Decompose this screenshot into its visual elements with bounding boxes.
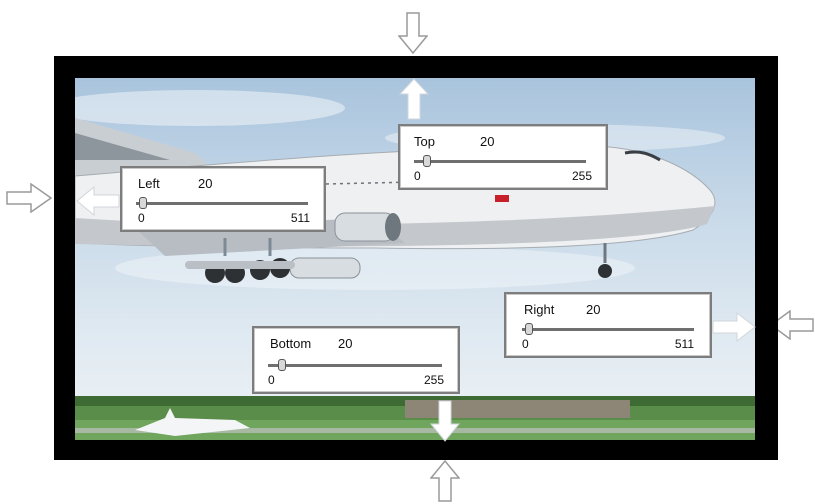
bottom-slider-min: 0 (268, 373, 275, 387)
bottom-slider-thumb[interactable] (278, 359, 286, 371)
bottom-slider-label: Bottom (270, 336, 311, 351)
outer-arrow-right-icon (6, 183, 52, 213)
top-slider-min: 0 (414, 169, 421, 183)
right-slider-track[interactable] (522, 328, 694, 331)
right-slider-min: 0 (522, 337, 529, 351)
outer-arrow-up-icon (430, 460, 460, 502)
bottom-slider-value: 20 (338, 336, 352, 351)
inner-arrow-up-icon (399, 78, 429, 120)
left-slider-value: 20 (198, 176, 212, 191)
left-slider-panel: Left 20 0 511 (120, 166, 326, 232)
left-slider-thumb[interactable] (139, 197, 147, 209)
left-slider-track[interactable] (136, 202, 308, 205)
right-slider-thumb[interactable] (525, 323, 533, 335)
top-slider-value: 20 (480, 134, 494, 149)
top-slider-track[interactable] (414, 160, 586, 163)
bottom-slider-panel: Bottom 20 0 255 (252, 326, 460, 394)
right-slider-label: Right (524, 302, 554, 317)
right-slider-max: 511 (675, 337, 694, 351)
left-slider-max: 511 (291, 211, 310, 225)
top-slider-max: 255 (572, 169, 592, 183)
left-slider-min: 0 (138, 211, 145, 225)
bottom-slider-max: 255 (424, 373, 444, 387)
inner-arrow-right-icon (712, 312, 756, 342)
right-slider-value: 20 (586, 302, 600, 317)
inner-arrow-left-icon (76, 186, 120, 216)
inner-arrow-down-icon (430, 400, 460, 442)
top-slider-thumb[interactable] (423, 155, 431, 167)
right-slider-panel: Right 20 0 511 (504, 292, 712, 358)
bottom-slider-track[interactable] (268, 364, 442, 367)
left-slider-label: Left (138, 176, 160, 191)
outer-arrow-down-icon (398, 12, 428, 54)
top-slider-panel: Top 20 0 255 (398, 124, 608, 190)
top-slider-label: Top (414, 134, 435, 149)
